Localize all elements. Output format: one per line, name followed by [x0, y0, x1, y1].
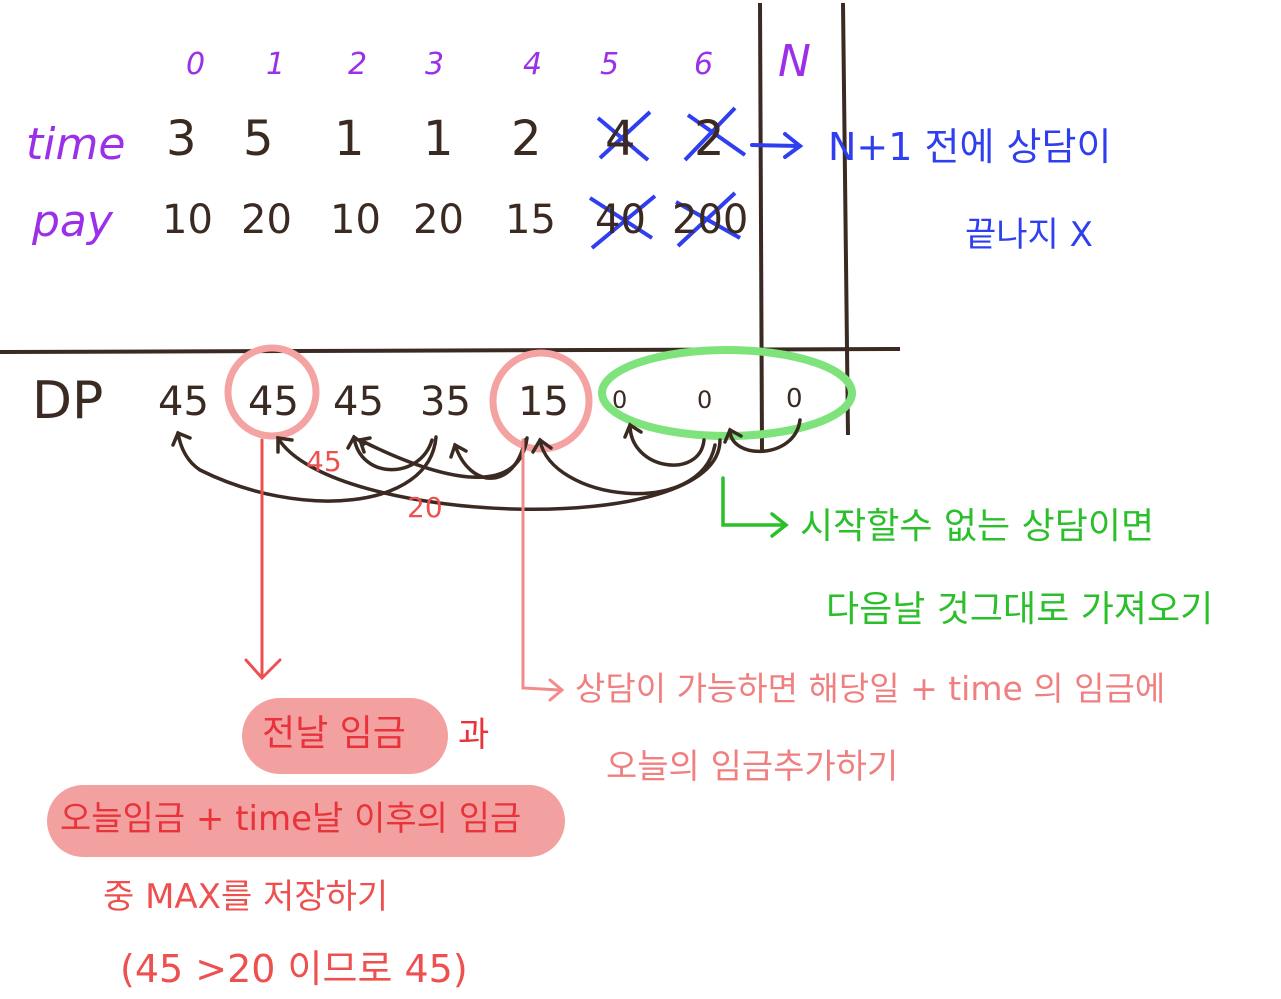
blue-note-line2: 끝나지 X: [965, 215, 1093, 255]
red-note-line2: 오늘임금 + time날 이후의 임금: [60, 799, 522, 839]
dp-value-7: 0: [786, 384, 803, 414]
day-index-6: 6: [694, 47, 714, 82]
dp-value-0: 45: [158, 379, 209, 425]
highlight-bar-previous-wage: [242, 698, 448, 774]
pay-value-2: 10: [330, 197, 381, 243]
time-value-6: 2: [694, 111, 725, 167]
pink-note-line1: 상담이 가능하면 해당일 + time 의 임금에: [575, 669, 1166, 708]
dp-row-label: DP: [32, 371, 104, 431]
n-column-left-line: [758, 2, 764, 451]
n-label: N: [778, 36, 811, 87]
blue-note-line1: N+1 전에 상담이: [828, 125, 1112, 169]
crossout-day6: [675, 106, 747, 248]
time-value-4: 2: [511, 111, 542, 167]
day-index-5: 5: [600, 47, 620, 82]
day-index-4: 4: [523, 47, 543, 82]
arrow-label-45: 45: [306, 445, 342, 478]
red-note-line4: (45 >20 이므로 45): [120, 947, 468, 991]
green-arrow: [721, 476, 789, 538]
dp-value-1: 45: [248, 379, 299, 425]
green-note-line1: 시작할수 없는 상담이면: [800, 506, 1155, 547]
time-value-5: 4: [605, 111, 636, 167]
dp-dependency-arrows: [171, 418, 802, 512]
green-note-line2: 다음날 것그대로 가져오기: [826, 589, 1214, 630]
pay-value-0: 10: [162, 197, 213, 243]
time-value-1: 5: [243, 111, 274, 167]
day-index-2: 2: [348, 47, 368, 82]
dp-value-5: 0: [612, 386, 628, 414]
pay-value-6: 200: [672, 197, 749, 243]
time-value-2: 1: [334, 111, 365, 167]
highlight-bar-today-wage: [47, 785, 565, 857]
pay-value-1: 20: [241, 197, 292, 243]
crossout-day5: [588, 110, 657, 250]
highlight-circle-day1: [224, 344, 320, 440]
blue-arrow: [750, 132, 804, 159]
green-ellipse-zero-days: [598, 346, 856, 440]
time-value-3: 1: [423, 111, 454, 167]
dp-value-3: 35: [420, 379, 471, 425]
dp-value-4: 15: [518, 379, 569, 425]
pink-arrow: [521, 438, 565, 702]
pay-value-5: 40: [595, 197, 646, 243]
pay-row-label: pay: [32, 196, 113, 247]
pink-note-line2: 오늘의 임금추가하기: [606, 747, 899, 787]
pay-value-3: 20: [413, 197, 464, 243]
day-index-0: 0: [186, 47, 206, 82]
day-index-1: 1: [266, 47, 286, 82]
dp-value-2: 45: [333, 379, 384, 425]
red-note-line3: 중 MAX를 저장하기: [103, 877, 389, 917]
dp-value-6: 0: [697, 386, 713, 414]
red-arrow-down: [244, 438, 282, 681]
day-index-3: 3: [425, 47, 445, 82]
red-note-line1-previous-wage: 전날 임금: [262, 713, 406, 754]
red-note-line1-and: 과: [458, 715, 490, 755]
time-value-0: 3: [166, 111, 197, 167]
n-column-right-line: [841, 2, 850, 436]
arrow-label-20: 20: [407, 491, 443, 524]
pay-value-4: 15: [505, 197, 556, 243]
time-row-label: time: [26, 119, 126, 170]
